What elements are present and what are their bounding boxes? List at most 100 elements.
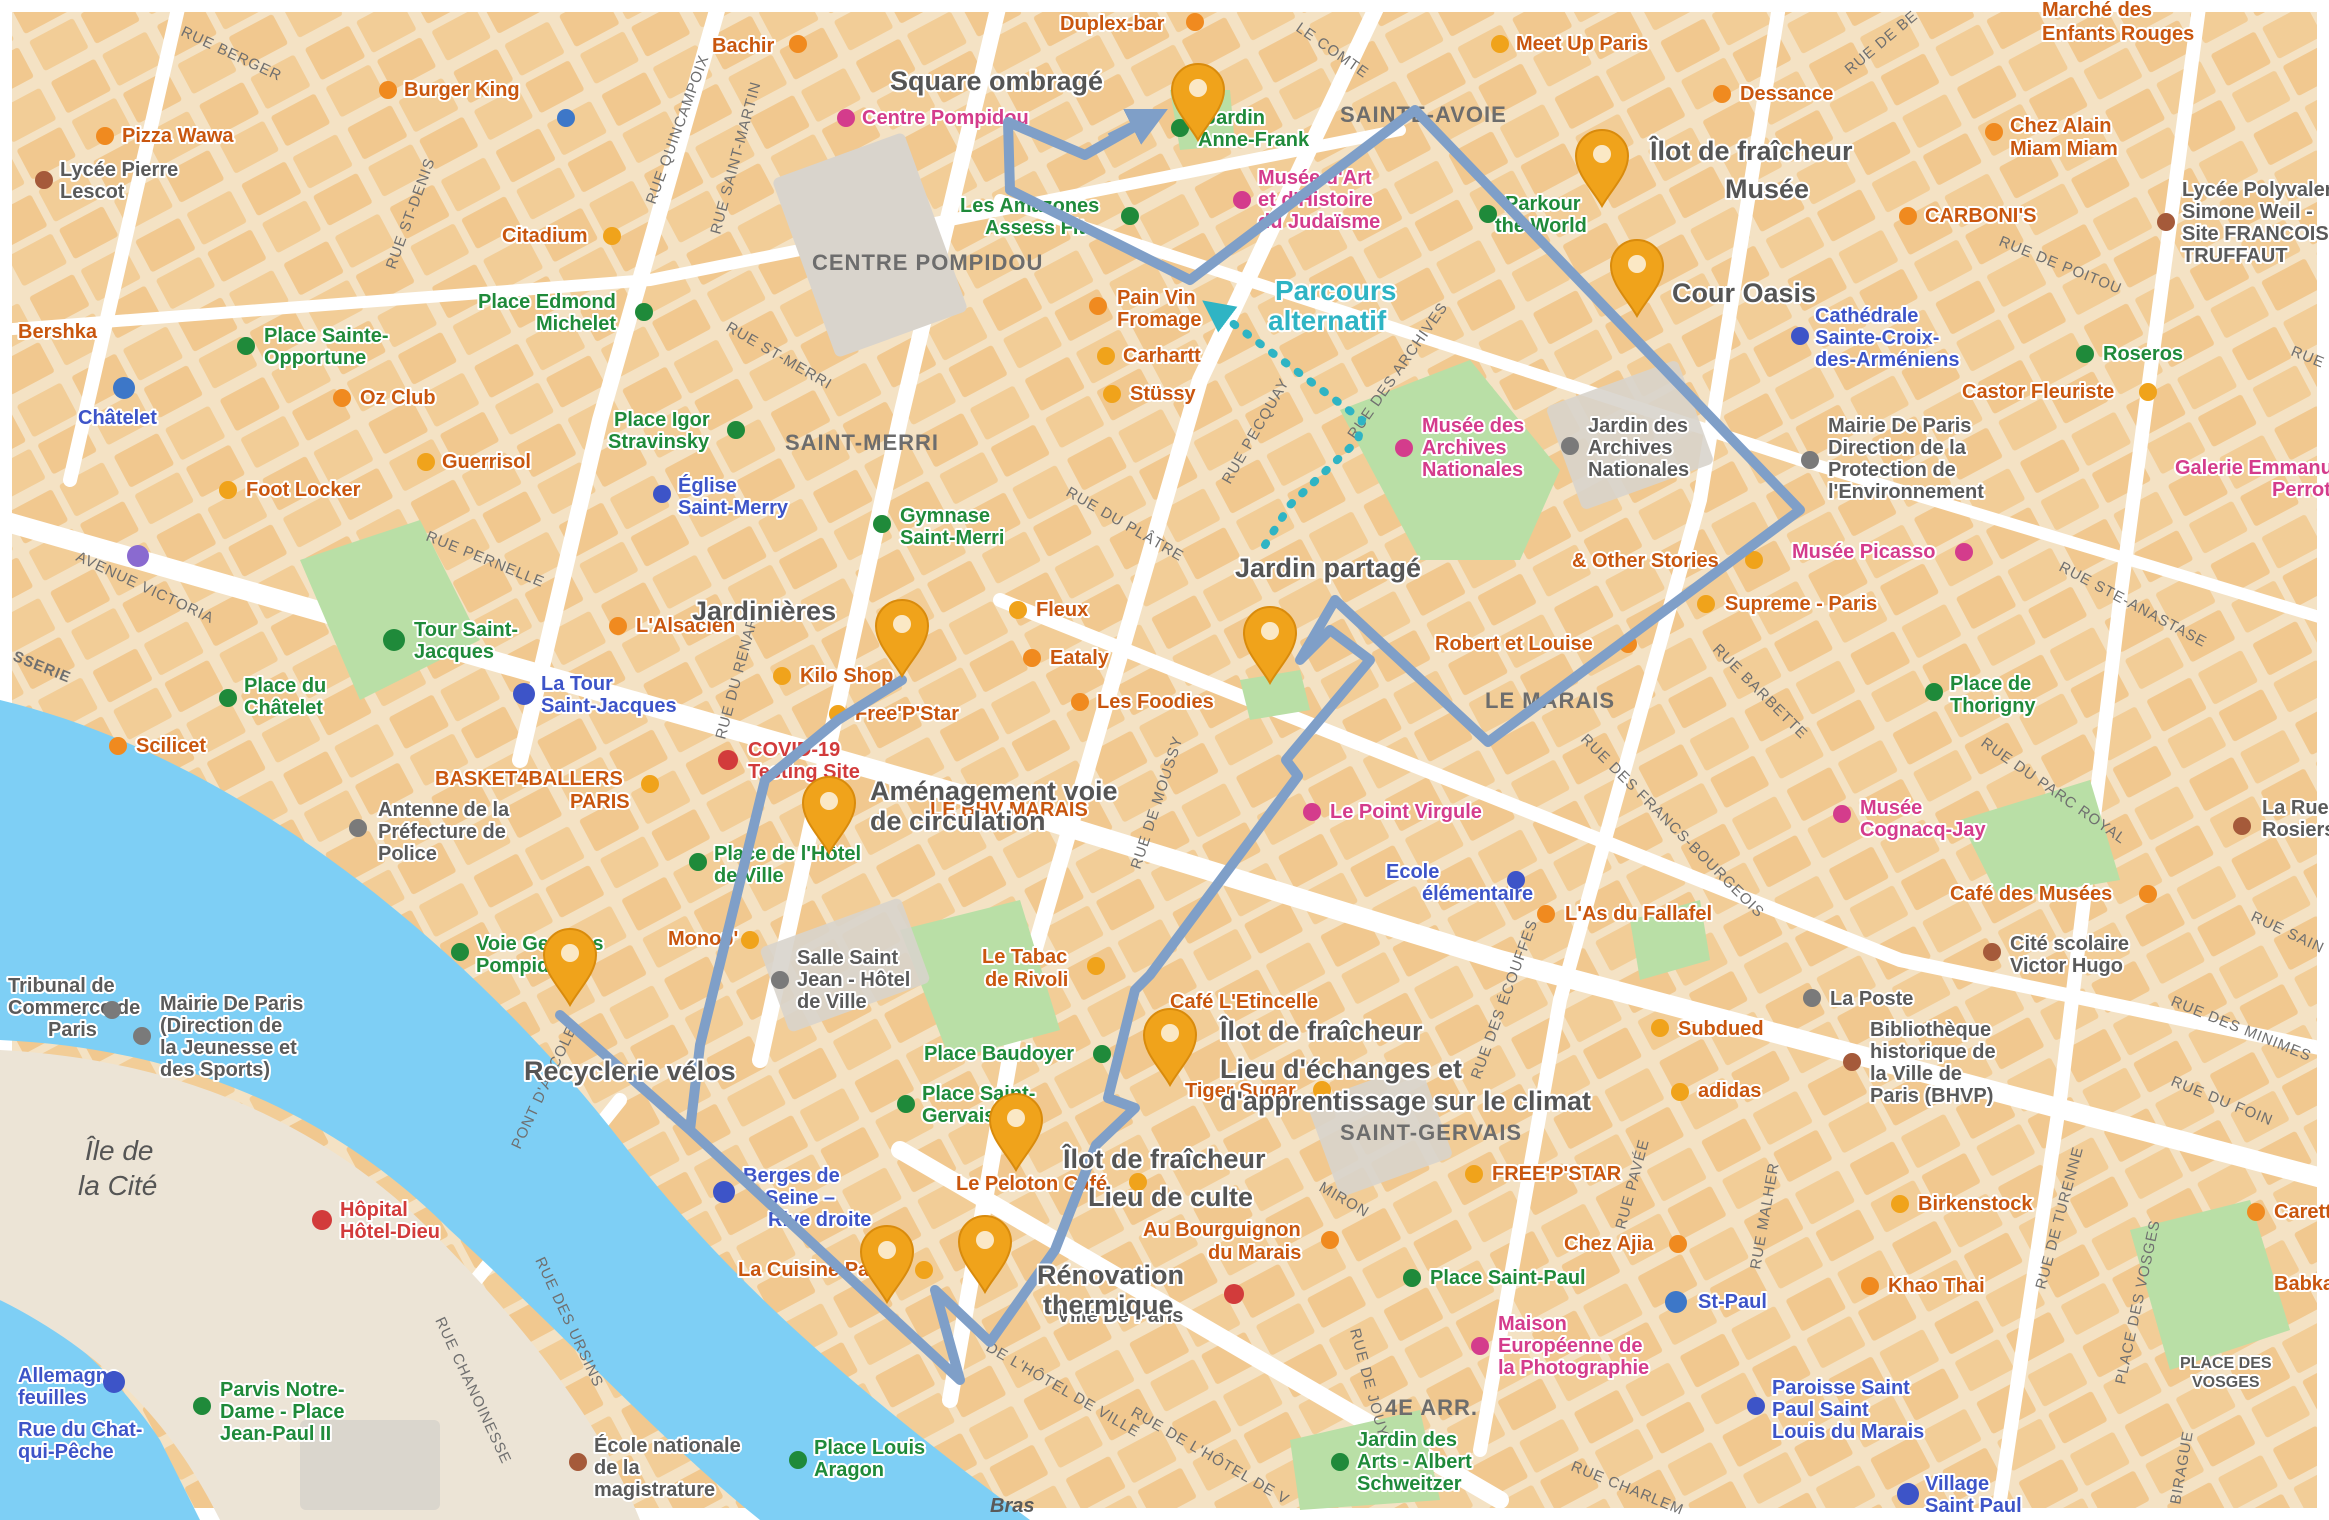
poi-musee-archives-nationales-2[interactable]: Archives	[1420, 435, 1509, 461]
poi-le-bhv-marais[interactable]: LE BHV MARAIS	[928, 797, 1090, 823]
poi-carhartt[interactable]: Carhartt	[1121, 343, 1203, 369]
poi-supreme-paris[interactable]: Supreme - Paris	[1723, 591, 1879, 617]
poi-basket4ballers-2[interactable]: PARIS	[568, 789, 632, 815]
poi-place-sainte-opportune-2[interactable]: Opportune	[262, 345, 368, 371]
poi-marche-enfants-rouges-2[interactable]: Enfants Rouges	[2040, 21, 2196, 47]
poi-kilo-shop[interactable]: Kilo Shop	[798, 663, 895, 689]
poi-chez-ajia[interactable]: Chez Ajia	[1562, 1231, 1656, 1257]
poi-gymnase-saint-merri[interactable]: Gymnase	[898, 503, 992, 529]
poi-dessance[interactable]: Dessance	[1738, 81, 1835, 107]
poi-hopital-hotel-dieu[interactable]: Hôpital	[338, 1197, 410, 1223]
poi-eglise-saint-merry-2[interactable]: Saint-Merry	[676, 495, 791, 521]
poi-free-p-star[interactable]: Free'P'Star	[853, 701, 961, 727]
poi-musee-art-histoire-judaisme-2[interactable]: et d'Histoire	[1256, 187, 1375, 213]
poi-la-tour-saint-jacques[interactable]: La Tour	[539, 671, 615, 697]
poi-place-des-vosges[interactable]: PLACE DES	[2178, 1353, 2274, 1374]
poi-jardin-arts-schweitzer-3[interactable]: Schweitzer	[1355, 1471, 1464, 1497]
poi-musee-archives-nationales-3[interactable]: Nationales	[1420, 457, 1525, 483]
poi-cite-scolaire-victor-hugo-2[interactable]: Victor Hugo	[2008, 953, 2125, 979]
poi-babka[interactable]: Babka	[2272, 1271, 2329, 1297]
poi-place-louis-aragon-2[interactable]: Aragon	[812, 1457, 886, 1483]
poi-place-sainte-opportune[interactable]: Place Sainte-	[262, 323, 391, 349]
poi-place-de-thorigny-2[interactable]: Thorigny	[1948, 693, 2038, 719]
poi-antenne-prefecture[interactable]: Antenne de la	[376, 797, 512, 823]
poi-burger-king[interactable]: Burger King	[402, 77, 522, 103]
poi-parvis-notre-dame-2[interactable]: Dame - Place	[218, 1399, 347, 1425]
poi-carbonis[interactable]: CARBONI'S	[1923, 203, 2038, 229]
poi-marche-enfants-rouges[interactable]: Marché des	[2040, 0, 2154, 23]
poi-musee-cognacq-jay[interactable]: Musée	[1858, 795, 1924, 821]
poi-mairie-jeunesse-sports-3[interactable]: la Jeunesse et	[158, 1035, 299, 1061]
poi-subdued[interactable]: Subdued	[1676, 1016, 1766, 1042]
poi-bibliotheque-bhvp[interactable]: Bibliothèque	[1868, 1017, 1993, 1043]
poi-cafe-des-musees[interactable]: Café des Musées	[1948, 881, 2114, 907]
poi-tribunal-commerce[interactable]: Tribunal de	[6, 973, 117, 999]
poi-free-p-star-2[interactable]: FREE'P'STAR	[1490, 1161, 1624, 1187]
poi-lycee-simone-weil-4[interactable]: TRUFFAUT	[2180, 243, 2290, 269]
poi-salle-saint-jean[interactable]: Salle Saint	[795, 945, 900, 971]
poi-musee-archives-nationales[interactable]: Musée des	[1420, 413, 1526, 439]
poi-adidas[interactable]: adidas	[1696, 1078, 1763, 1104]
poi-gymnase-saint-merri-2[interactable]: Saint-Merri	[898, 525, 1006, 551]
poi-l-as-du-fallafel[interactable]: L'As du Fallafel	[1563, 901, 1714, 927]
poi-place-baudoyer[interactable]: Place Baudoyer	[922, 1041, 1076, 1067]
poi-mairie-environnement-4[interactable]: l'Environnement	[1826, 479, 1986, 505]
poi-maison-europeenne-photo-2[interactable]: Européenne de	[1496, 1333, 1644, 1359]
poi-basket4ballers[interactable]: BASKET4BALLERS	[433, 766, 625, 792]
poi-jardin-archives-nationales[interactable]: Jardin des	[1586, 413, 1690, 439]
poi-tour-saint-jacques[interactable]: Tour Saint-	[412, 617, 520, 643]
poi-au-bourguignon[interactable]: Au Bourguignon	[1141, 1217, 1303, 1243]
poi-other-stories[interactable]: & Other Stories	[1570, 548, 1721, 574]
poi-cathedrale-sainte-croix-2[interactable]: Sainte-Croix-	[1813, 325, 1941, 351]
poi-musee-picasso[interactable]: Musée Picasso	[1790, 539, 1937, 565]
poi-musee-cognacq-jay-2[interactable]: Cognacq-Jay	[1858, 817, 1988, 843]
poi-bibliotheque-bhvp-4[interactable]: Paris (BHVP)	[1868, 1083, 1995, 1109]
poi-place-edmond-michelet-2[interactable]: Michelet	[534, 311, 618, 337]
poi-jardin-archives-nationales-3[interactable]: Nationales	[1586, 457, 1691, 483]
poi-ecole-magistrature-3[interactable]: magistrature	[592, 1477, 717, 1503]
poi-mairie-jeunesse-sports[interactable]: Mairie De Paris	[158, 991, 305, 1017]
poi-place-edmond-michelet[interactable]: Place Edmond	[476, 289, 618, 315]
poi-castor-fleuriste[interactable]: Castor Fleuriste	[1960, 379, 2116, 405]
poi-place-du-chatelet-2[interactable]: Châtelet	[242, 695, 325, 721]
poi-bibliotheque-bhvp-3[interactable]: la Ville de	[1868, 1061, 1964, 1087]
poi-ville-de-paris[interactable]: Ville De Paris	[1055, 1303, 1185, 1329]
poi-rue-du-chat-qui-peche-2[interactable]: qui-Pêche	[16, 1439, 116, 1465]
poi-antenne-prefecture-2[interactable]: Préfecture de	[376, 819, 508, 845]
poi-pizza-wawa[interactable]: Pizza Wawa	[120, 123, 236, 149]
poi-la-tour-saint-jacques-2[interactable]: Saint-Jacques	[539, 693, 679, 719]
poi-lycee-simone-weil-2[interactable]: Simone Weil -	[2180, 199, 2315, 225]
poi-place-igor-stravinsky[interactable]: Place Igor	[612, 407, 712, 433]
poi-tour-saint-jacques-2[interactable]: Jacques	[412, 639, 496, 665]
poi-salle-saint-jean-3[interactable]: de Ville	[795, 989, 869, 1015]
poi-tribunal-commerce-3[interactable]: Paris	[46, 1017, 99, 1043]
poi-scilicet[interactable]: Scilicet	[134, 733, 208, 759]
poi-ecole-elementaire[interactable]: La Rue des	[2260, 795, 2329, 821]
poi-lycee-simone-weil[interactable]: Lycée Polyvalent	[2180, 177, 2329, 203]
poi-village-saint-paul-2[interactable]: Saint Paul	[1923, 1493, 2024, 1519]
poi-stussy[interactable]: Stüssy	[1128, 381, 1198, 407]
poi-galerie-emmanuel-perrotin-2[interactable]: Perrotin	[2270, 477, 2329, 503]
poi-village-saint-paul[interactable]: Village	[1923, 1471, 1991, 1497]
poi-rue-du-chat-qui-peche[interactable]: Rue du Chat-	[16, 1417, 144, 1443]
poi-mairie-environnement-2[interactable]: Direction de la	[1826, 435, 1969, 461]
poi-les-foodies[interactable]: Les Foodies	[1095, 689, 1216, 715]
poi-la-poste[interactable]: La Poste	[1828, 986, 1915, 1012]
poi-pain-vin-fromage-2[interactable]: Fromage	[1115, 307, 1203, 333]
poi-jardin-archives-nationales-2[interactable]: Archives	[1586, 435, 1675, 461]
poi-l-alsacien[interactable]: L'Alsacien	[634, 613, 737, 639]
poi-paroisse-saint-paul-2[interactable]: Paul Saint	[1770, 1397, 1871, 1423]
poi-eataly[interactable]: Eataly	[1048, 645, 1112, 671]
poi-jardin-arts-schweitzer[interactable]: Jardin des	[1355, 1427, 1459, 1453]
poi-place-du-chatelet[interactable]: Place du	[242, 673, 328, 699]
poi-eglise-saint-merry[interactable]: Église	[676, 472, 739, 499]
poi-le-tabac-de-rivoli[interactable]: Le Tabac	[980, 944, 1069, 970]
poi-place-saint-paul[interactable]: Place Saint-Paul	[1428, 1265, 1588, 1291]
poi-place-igor-stravinsky-2[interactable]: Stravinsky	[606, 429, 712, 455]
poi-place-saint-gervais-2[interactable]: Gervais	[920, 1103, 997, 1129]
poi-robert-et-louise[interactable]: Robert et Louise	[1433, 631, 1595, 657]
poi-st-paul[interactable]: St-Paul	[1696, 1289, 1769, 1315]
poi-mairie-environnement[interactable]: Mairie De Paris	[1826, 413, 1973, 439]
poi-antenne-prefecture-3[interactable]: Police	[376, 841, 439, 867]
